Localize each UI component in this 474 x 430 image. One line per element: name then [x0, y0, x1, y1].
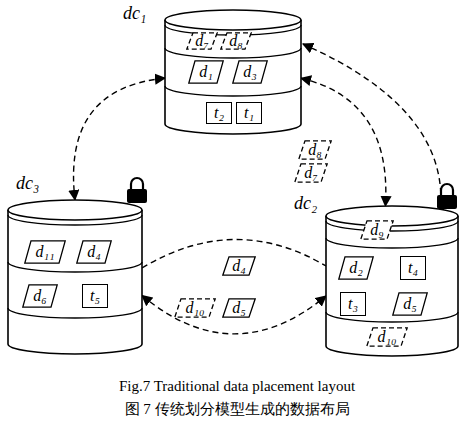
data-parallelogram — [233, 61, 267, 83]
task-box: t₂ — [206, 102, 232, 124]
data-parallelogram — [25, 241, 65, 263]
data-label: d₁₀ — [185, 300, 204, 316]
datacenter-node: dc₂d₉d₂t₄t₃d₅d₁₀ — [326, 206, 458, 356]
cylinder-body — [8, 210, 142, 354]
storage-band — [326, 238, 458, 248]
data-item: d₈ — [220, 32, 252, 50]
data-parallelogram — [339, 257, 373, 279]
task-label: t₃ — [348, 296, 358, 312]
datacenter-label: dc₃ — [16, 174, 39, 192]
cylinder-top — [165, 10, 301, 30]
data-parallelogram — [23, 285, 57, 307]
data-parallelogram — [295, 164, 327, 182]
transfer-connector — [142, 295, 326, 333]
task-label: t₄ — [408, 260, 418, 276]
data-item: d₃ — [232, 60, 268, 84]
data-item: d₅ — [392, 292, 428, 316]
task-label: t₅ — [90, 288, 100, 304]
data-label: d₄ — [87, 244, 101, 260]
task-label: t₁ — [244, 105, 254, 121]
data-parallelogram — [361, 221, 393, 239]
cylinder-body — [165, 20, 301, 134]
data-item: d₁₀ — [366, 327, 408, 347]
data-item: d₇ — [294, 163, 328, 183]
storage-band — [165, 86, 301, 96]
cylinder-top — [8, 200, 142, 220]
data-parallelogram — [221, 33, 251, 49]
data-label: d₈ — [308, 142, 322, 158]
task-box: t₄ — [400, 256, 426, 280]
datacenter-label: dc₁ — [123, 4, 146, 22]
data-item: d₇ — [186, 32, 218, 50]
data-label: d₁₁ — [35, 244, 54, 260]
data-parallelogram — [77, 241, 111, 263]
data-item: d₁ — [188, 60, 224, 84]
figure-caption-cn: 图 7 传统划分模型生成的数据布局 — [0, 400, 474, 419]
data-parallelogram — [367, 328, 407, 346]
data-item: d₆ — [22, 284, 58, 308]
data-label: d₉ — [370, 222, 384, 238]
lock-icon — [127, 178, 147, 203]
data-item: d₅ — [222, 298, 256, 318]
data-label: d₃ — [243, 64, 257, 80]
data-item: d₈ — [298, 140, 332, 160]
data-label: d₅ — [403, 296, 417, 312]
data-label: d₆ — [33, 288, 47, 304]
data-label: d₇ — [304, 165, 318, 181]
task-label: t₂ — [214, 105, 224, 121]
data-item: d₉ — [360, 220, 394, 240]
data-parallelogram — [223, 257, 255, 275]
data-label: d₁₀ — [377, 329, 396, 345]
data-label: d₇ — [195, 33, 209, 49]
cylinder-rim — [8, 215, 142, 225]
cylinder-outline — [165, 10, 301, 134]
figure-caption: Fig.7 Traditional data placement layout — [0, 378, 474, 395]
data-parallelogram — [393, 293, 427, 315]
datacenter-label: dc₂ — [294, 194, 317, 212]
data-label: d₈ — [229, 33, 243, 49]
data-parallelogram — [187, 33, 217, 49]
data-parallelogram — [223, 299, 255, 317]
data-parallelogram — [299, 141, 331, 159]
data-item: d₁₀ — [174, 298, 216, 318]
data-parallelogram — [175, 299, 215, 317]
data-label: d₄ — [232, 258, 246, 274]
task-box: t₅ — [82, 284, 108, 308]
data-item: d₁₁ — [24, 240, 66, 264]
transfer-connector — [301, 78, 386, 206]
data-item: d₄ — [76, 240, 112, 264]
data-label: d₅ — [232, 300, 246, 316]
cylinder-outline — [8, 200, 142, 354]
data-label: d₂ — [349, 260, 363, 276]
data-label: d₁ — [199, 64, 213, 80]
datacenter-node: dc₁d₇d₈d₁d₃t₂t₁ — [165, 10, 301, 134]
storage-band — [8, 308, 142, 318]
data-item: d₂ — [338, 256, 374, 280]
lock-icon — [437, 184, 457, 209]
cylinder-body — [326, 216, 458, 356]
task-box: t₃ — [340, 292, 366, 316]
transfer-connector — [74, 78, 165, 200]
data-parallelogram — [189, 61, 223, 83]
data-item: d₄ — [222, 256, 256, 276]
storage-band — [165, 48, 301, 58]
datacenter-node: dc₃d₁₁d₄d₆t₅ — [8, 200, 142, 354]
task-box: t₁ — [236, 102, 262, 124]
